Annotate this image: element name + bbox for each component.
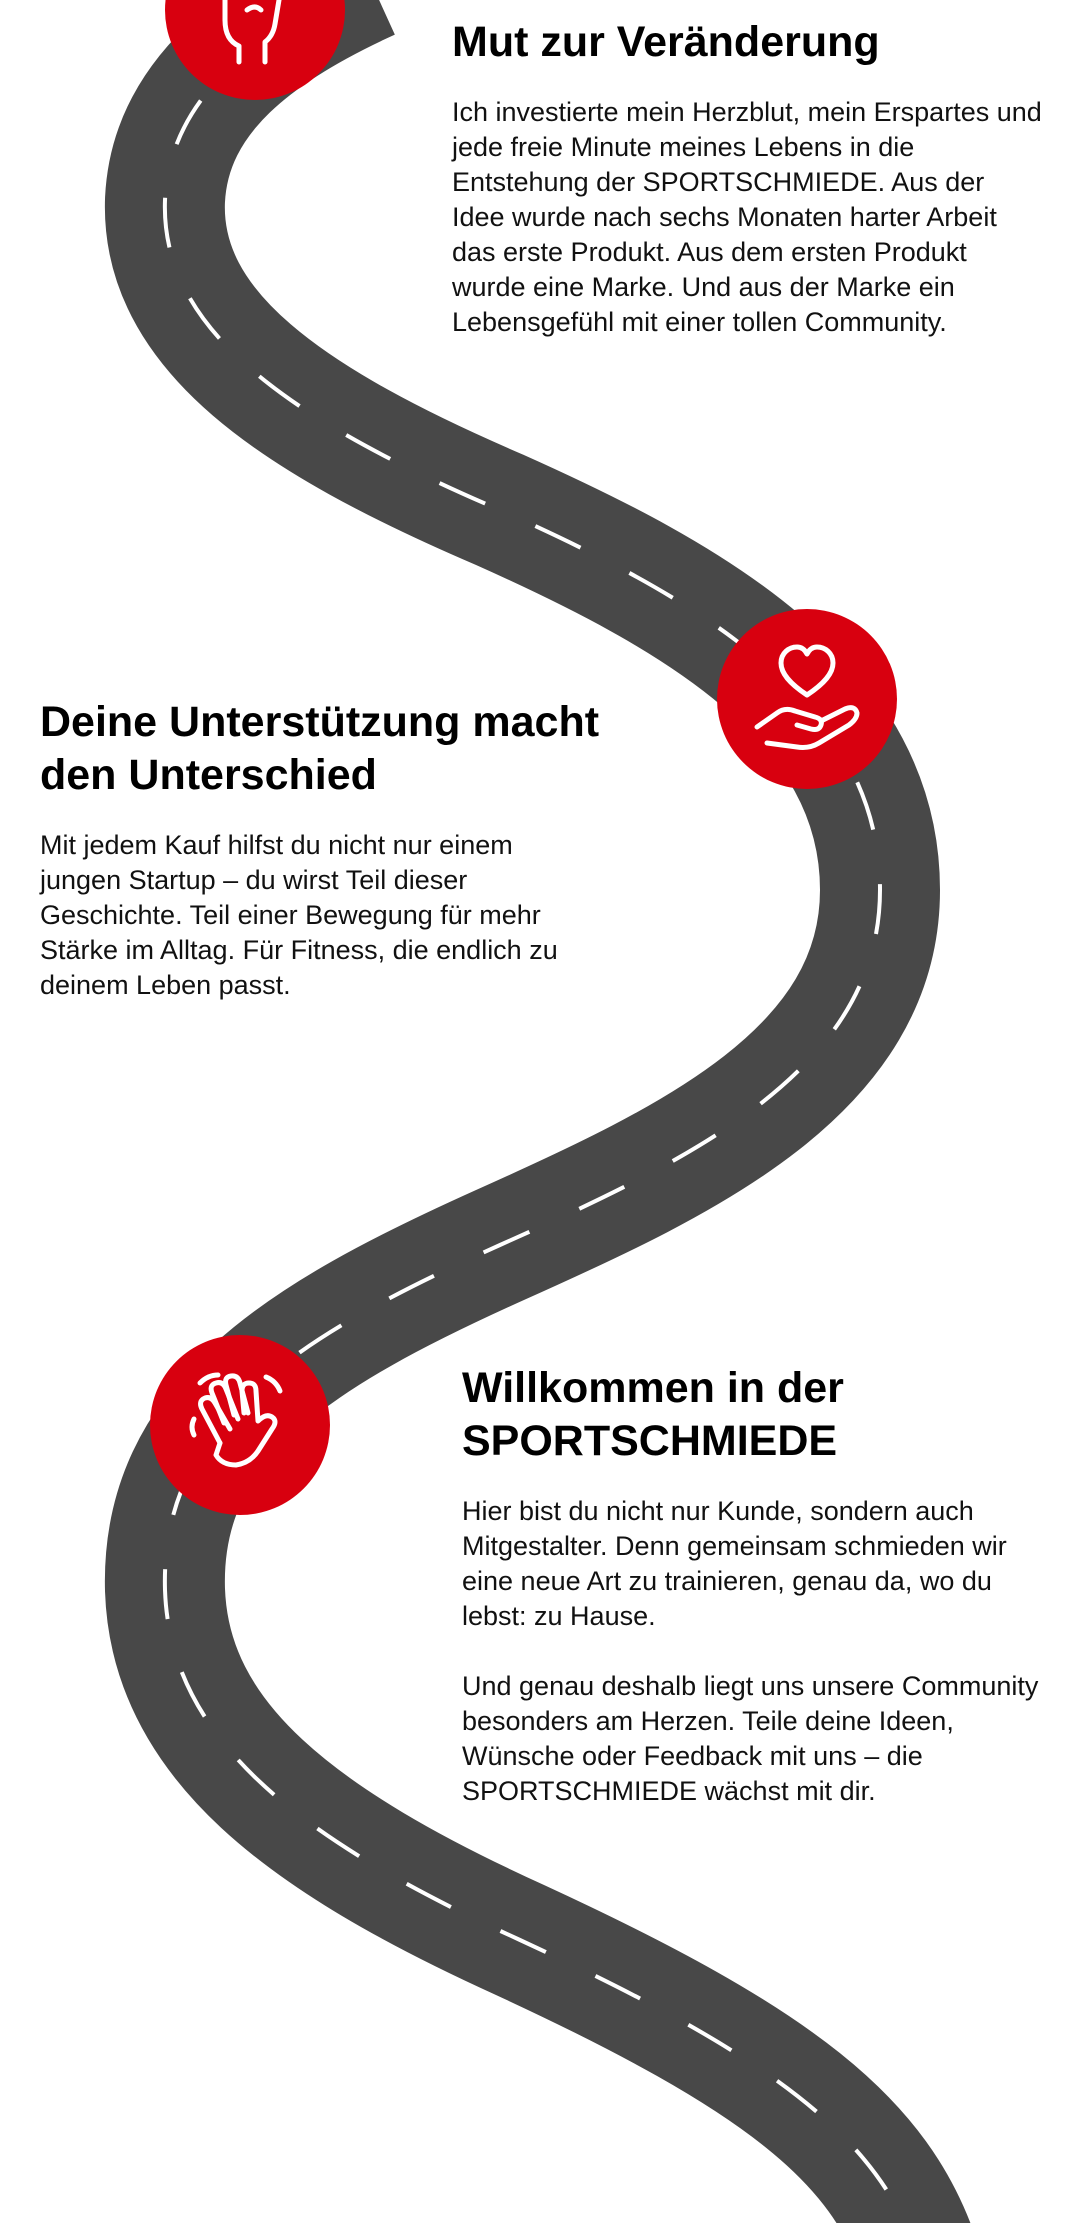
section-paragraph: Hier bist du nicht nur Kunde, sondern au… (462, 1496, 1007, 1631)
section-paragraph: Und genau deshalb liegt uns unsere Commu… (462, 1671, 1039, 1806)
section-paragraph: Ich investierte mein Herzblut, mein Ersp… (452, 97, 1042, 337)
section-change: Mut zur Veränderung Ich investierte mein… (452, 16, 1042, 375)
section-support: Deine Unterstützung macht den Unterschie… (40, 696, 600, 1038)
milestone-welcome (150, 1335, 330, 1515)
section-welcome: Willkommen in der SPORTSCHMIEDE Hier bis… (462, 1362, 1052, 1844)
waving-hand-icon (189, 1372, 283, 1468)
section-title: Mut zur Veränderung (452, 18, 880, 66)
section-title: Willkommen in der SPORTSCHMIEDE (462, 1364, 844, 1465)
section-paragraph: Mit jedem Kauf hilfst du nicht nur einem… (40, 830, 558, 1000)
raised-fist-icon (222, 0, 282, 65)
milestone-support (717, 609, 897, 789)
road-center-line (162, 0, 908, 2223)
section-title: Deine Unterstützung macht den Unterschie… (40, 698, 600, 799)
heart-in-hand-icon (754, 644, 860, 750)
